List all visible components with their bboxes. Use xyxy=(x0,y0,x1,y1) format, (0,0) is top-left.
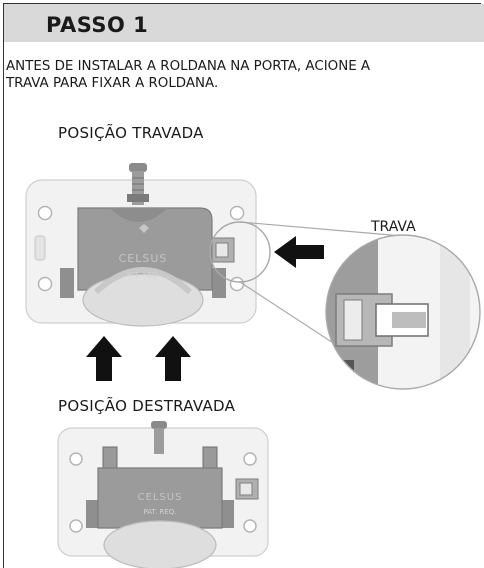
roller-marking: PAT. REQ. xyxy=(127,271,160,279)
locked-position-label: POSIÇÃO TRAVADA xyxy=(58,124,204,142)
adjustment-screw-icon xyxy=(127,163,149,205)
latch-label: TRAVA xyxy=(371,219,416,235)
step-header: PASSO 1 xyxy=(4,4,484,42)
arrow-up-icon xyxy=(86,336,122,381)
unlocked-roller: CELSUS PAT. REQ. xyxy=(57,421,269,568)
arrow-up-icon xyxy=(155,336,191,381)
instruction-text: ANTES DE INSTALAR A ROLDANA NA PORTA, AC… xyxy=(6,59,371,91)
mount-holes-icon xyxy=(37,205,245,292)
arrow-left-icon xyxy=(274,236,324,268)
unlocked-position-label: POSIÇÃO DESTRAVADA xyxy=(58,397,236,415)
roller-brand: CELSUS xyxy=(138,492,183,503)
step-title: PASSO 1 xyxy=(46,13,149,37)
latch-icon xyxy=(211,237,235,263)
page-frame xyxy=(3,3,481,568)
latch-magnifier xyxy=(325,234,481,390)
locked-roller: CELSUS PAT. REQ. xyxy=(25,163,271,327)
roller-marking: PAT. REQ. xyxy=(144,508,177,516)
roller-brand: CELSUS xyxy=(119,252,168,265)
